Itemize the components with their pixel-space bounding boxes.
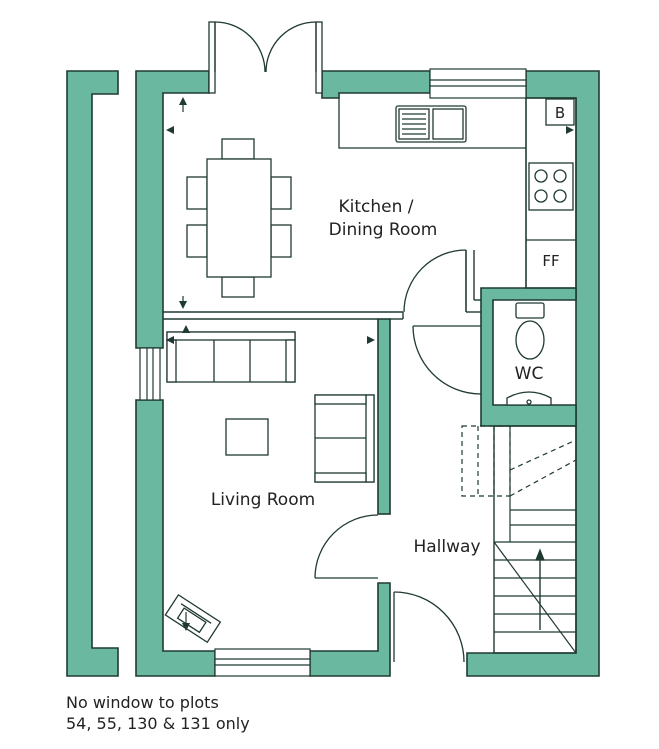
sofa-two-seater [314,394,375,483]
dining-table [186,138,292,298]
living-side-window [139,347,161,401]
outer-walls-bottom-mid [309,582,391,677]
living-front-window [214,648,311,677]
wc-label: WC [515,364,544,384]
living-room-label: Living Room [211,490,315,510]
front-door [393,591,465,663]
left-external-wall [66,70,119,677]
boiler-label: B [555,104,565,122]
outer-walls-top-right [321,70,431,99]
tv-unit [164,593,222,644]
plot-note-line1: No window to plots [66,693,219,712]
living-door [314,514,379,579]
french-doors [208,21,323,94]
plot-note-line2: 54, 55, 130 & 131 only [66,714,250,733]
toilet [515,302,545,360]
kitchen-window [429,68,527,99]
worktop [338,98,526,149]
coffee-table [225,418,269,456]
dimension-arrows [166,97,574,631]
hand-basin [506,391,552,406]
fridge-freezer-label: FF [542,252,559,270]
kitchen-label-line1: Kitchen / [338,197,413,217]
staircase [461,425,577,654]
boiler-box [545,98,575,126]
kitchen-label-line2: Dining Room [329,220,438,240]
wall-living-hall [377,318,391,515]
hob [528,162,574,211]
kitchen-door [403,249,467,313]
wc-door [412,325,482,395]
plot-note: No window to plots 54, 55, 130 & 131 onl… [66,692,250,734]
hallway-label: Hallway [413,537,480,557]
sofa-three-seater [166,331,296,383]
